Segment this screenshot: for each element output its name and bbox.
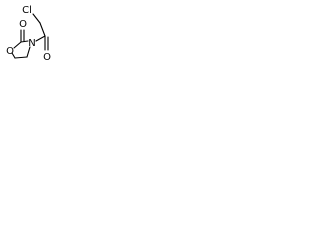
bond-n3-acyl-c bbox=[35, 35, 46, 42]
bond-o1-c5 bbox=[11, 52, 16, 59]
bond-ch2-cl bbox=[32, 13, 41, 24]
bond-c2-o1 bbox=[13, 41, 22, 49]
bond-c4-n3 bbox=[26, 46, 31, 58]
structure-canvas: Cl O N O O bbox=[0, 0, 74, 67]
atom-label-carbonyl-oxygen-ring: O bbox=[19, 19, 27, 30]
bond-c5-c4 bbox=[14, 56, 28, 59]
atom-label-carbonyl-oxygen-acyl: O bbox=[43, 52, 51, 63]
bond-acyl-c-ch2 bbox=[39, 22, 46, 37]
atom-label-ring-oxygen: O bbox=[6, 46, 14, 57]
bond-n3-c2 bbox=[20, 40, 29, 43]
molecule-diagram: Cl O N O O bbox=[6, 5, 51, 63]
atom-label-nitrogen: N bbox=[28, 38, 35, 49]
atom-label-chlorine: Cl bbox=[22, 5, 32, 16]
